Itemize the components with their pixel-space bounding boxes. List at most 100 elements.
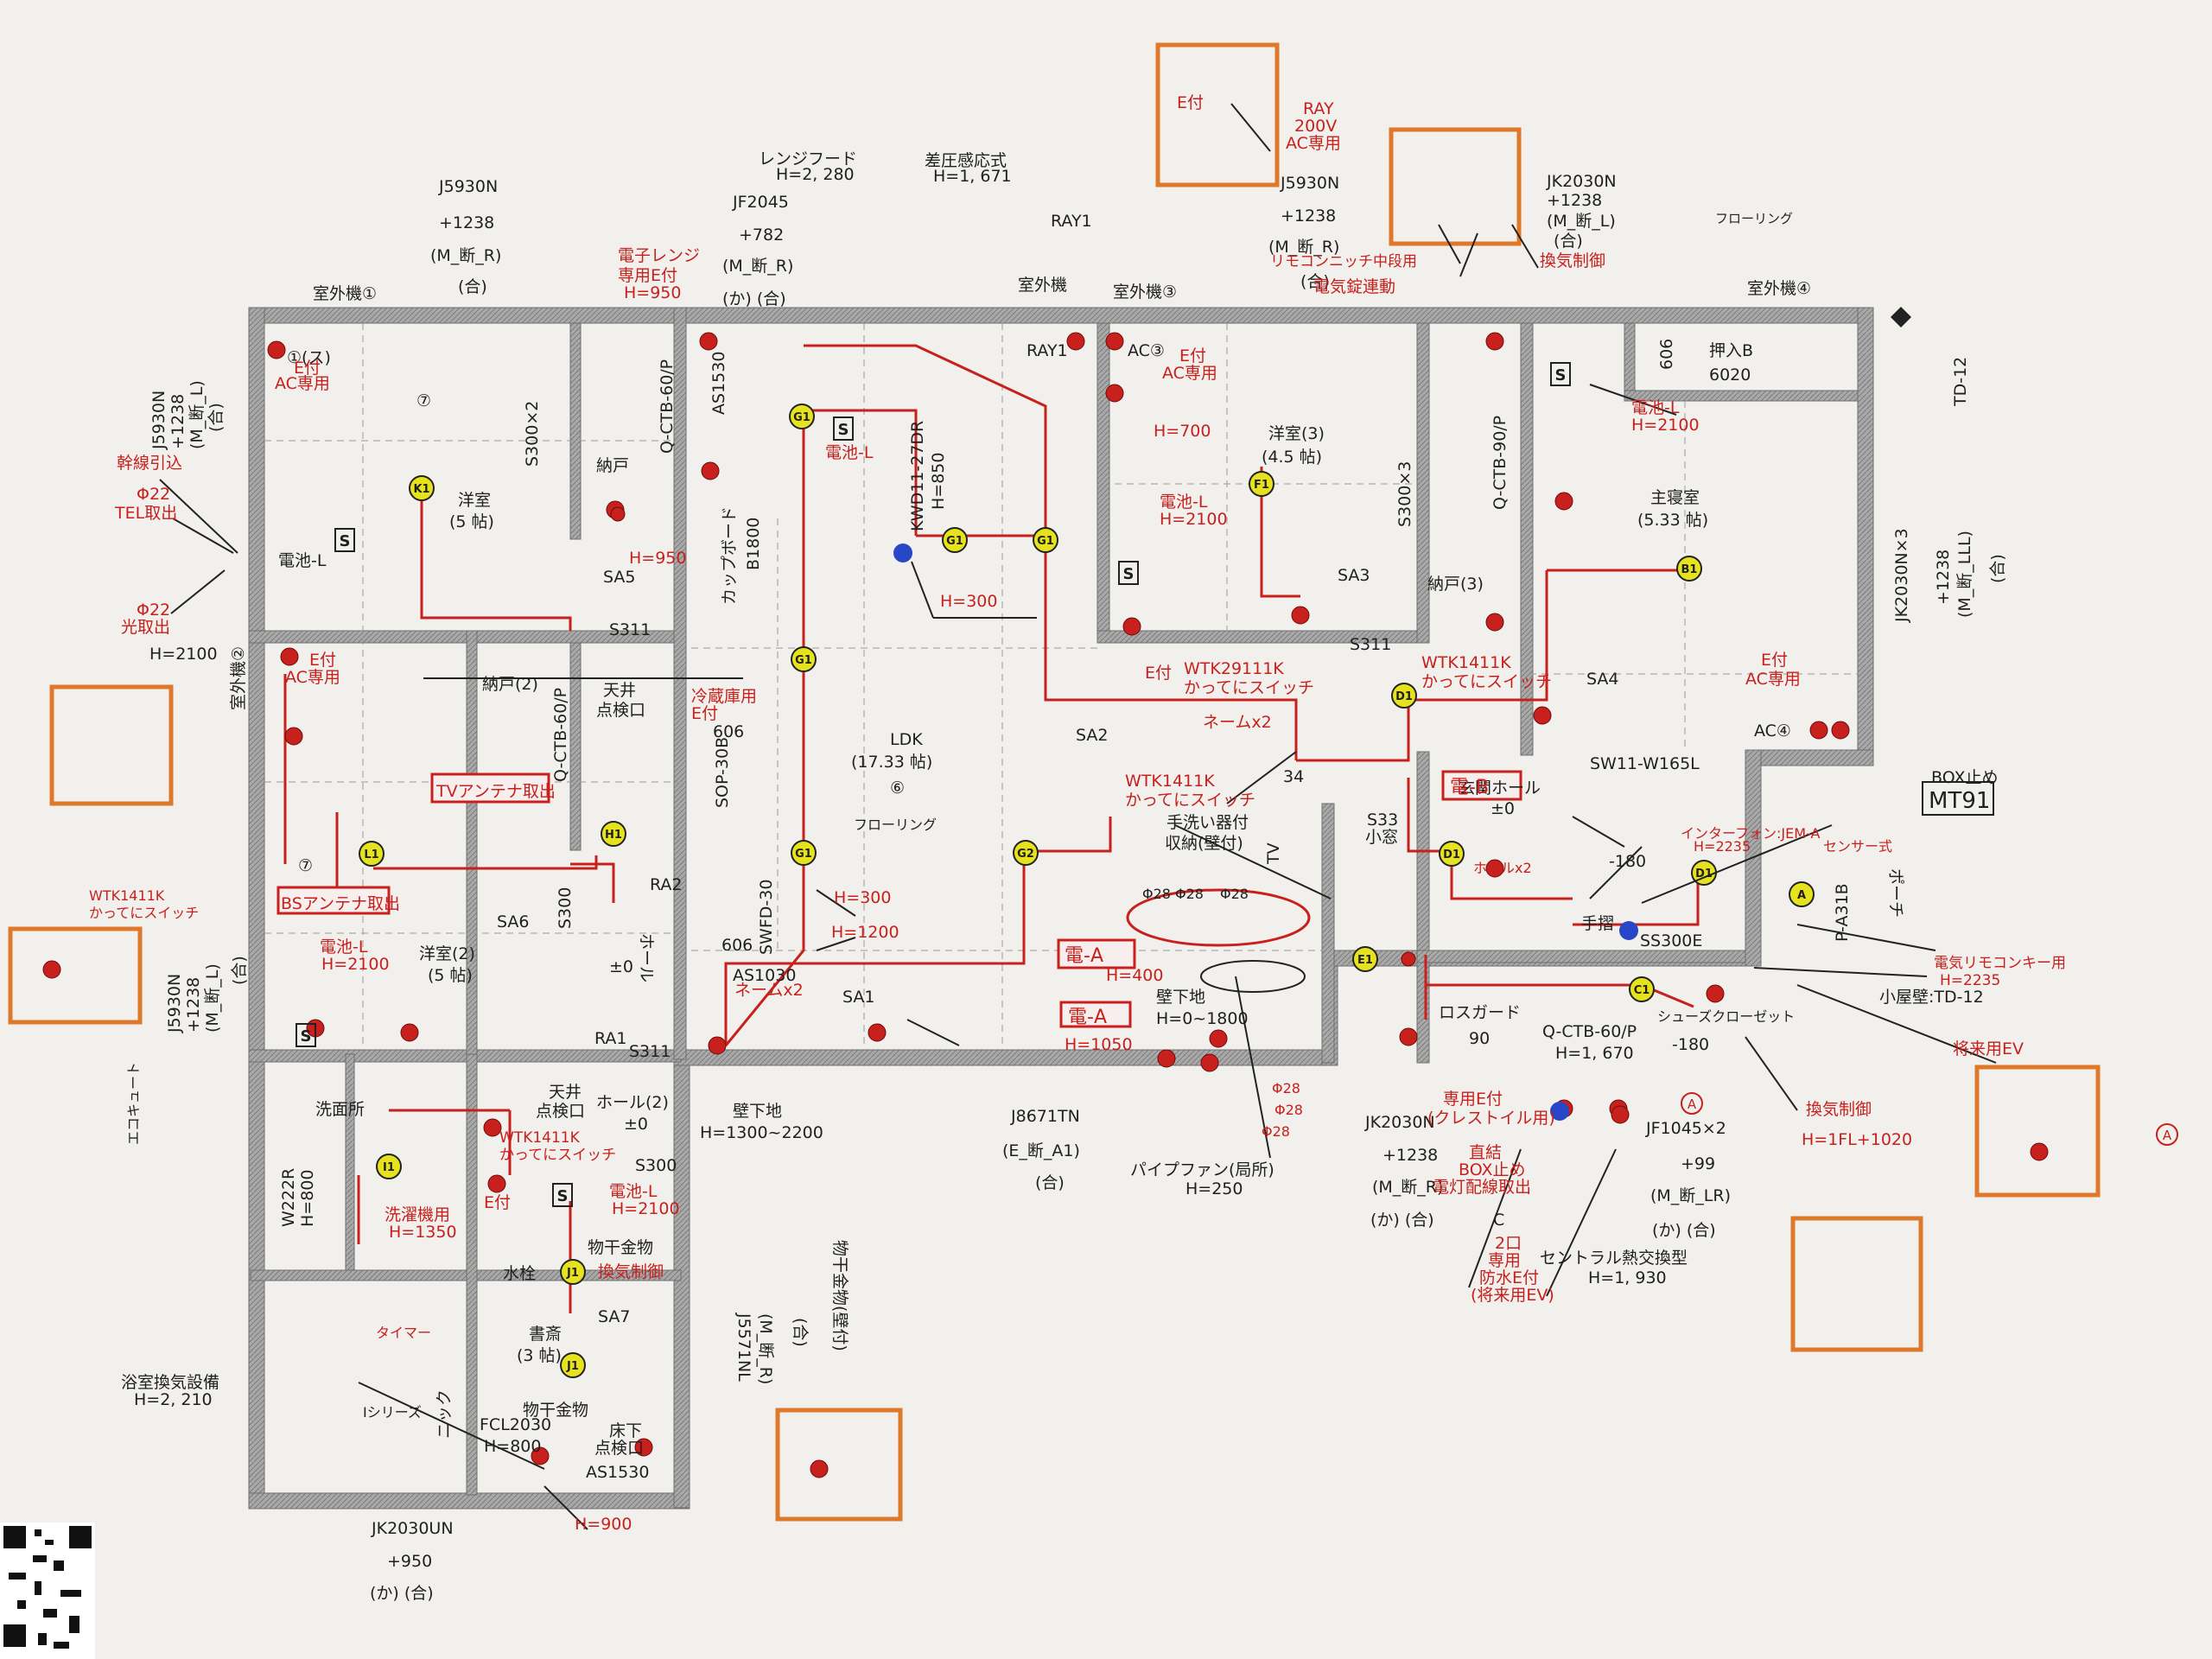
vent-control-h: H=1FL+1020 <box>1802 1130 1912 1149</box>
timer: タイマー <box>376 1325 431 1341</box>
fridge: 冷蔵庫用 <box>691 687 757 706</box>
marker-k1: K1 <box>413 483 429 496</box>
window-8b: (E_断_A1) <box>1002 1141 1080 1160</box>
flooring-top: フローリング <box>1715 211 1793 226</box>
room-west3-size: (4.5 帖) <box>1262 448 1322 467</box>
hotaru: ホタルx2 <box>1473 860 1532 876</box>
window-10: JK2030N <box>1364 1113 1435 1132</box>
window-10b: +1238 <box>1382 1146 1438 1165</box>
qr-code <box>0 1522 95 1659</box>
kabe-shitaji-2: 壁下地 <box>733 1102 782 1121</box>
marker-j1-b: J1 <box>566 1360 579 1373</box>
sa3: SA3 <box>1338 566 1370 585</box>
i-series: Iシリーズ <box>363 1404 422 1421</box>
diamond-icon <box>1891 307 1911 327</box>
tenjo-bath2: 点検口 <box>536 1102 585 1121</box>
tenjo-bath: 天井 <box>549 1083 582 1102</box>
s33-small-window: 小窓 <box>1365 828 1398 847</box>
h950: H=950 <box>629 549 686 568</box>
diff-pressure: 差圧感応式 <box>925 151 1007 170</box>
window-3b: +1238 <box>1281 207 1336 226</box>
phi28-d: Φ28 <box>1272 1080 1300 1096</box>
ac1: ①(ス) <box>287 348 331 367</box>
sa4: SA4 <box>1586 670 1619 689</box>
tenjo: 天井 <box>603 681 636 700</box>
two-port: 2口 <box>1495 1234 1522 1253</box>
window-6: J5930N <box>165 974 184 1033</box>
fridge-606: 606 <box>713 722 744 741</box>
swfd-30: SWFD-30 <box>757 880 776 955</box>
window-1c: (M_断_R) <box>430 246 501 265</box>
washing-machine: 洗濯機用 <box>385 1205 450 1224</box>
qctb-entry-h: H=1, 670 <box>1555 1044 1634 1063</box>
window-2b: +782 <box>739 226 784 245</box>
n606-a: 606 <box>721 936 753 955</box>
kabe-shitaji: 壁下地 <box>1156 988 1205 1007</box>
window-12b: (M_断_R) <box>756 1313 775 1384</box>
wtk14f: かってにスイッチ <box>499 1147 616 1164</box>
sa7: SA7 <box>598 1307 631 1326</box>
kabe-shitaji-h: H=0~1800 <box>1156 1009 1249 1028</box>
w222r-h: H=800 <box>298 1170 317 1227</box>
bath-vent-h: H=2, 210 <box>134 1390 213 1409</box>
room-ldk-size: (17.33 帖) <box>851 753 932 772</box>
tv-antenna-box <box>430 772 550 804</box>
phi28-group <box>1126 888 1311 947</box>
room-west1-size: (5 帖) <box>449 512 494 531</box>
tearai: 手洗い器付 <box>1166 813 1249 832</box>
rocker-num: 90 <box>1469 1029 1490 1048</box>
den-a-2: 電-A <box>1068 1007 1107 1028</box>
yuka: 床下 <box>609 1421 642 1440</box>
tv-label: TV <box>1264 842 1283 865</box>
qctb-vert-3: Q-CTB-60/P <box>551 688 570 782</box>
wtk29: WTK29111K <box>1184 659 1284 678</box>
central-vent: セントラル熱交換型 <box>1540 1249 1688 1268</box>
room-hall-level: ±0 <box>609 957 633 976</box>
marker-g1-c: G1 <box>795 654 812 667</box>
marker-e1: E1 <box>1357 954 1373 967</box>
wtk-a: WTK1411K <box>89 887 165 904</box>
s311-a: S311 <box>609 620 651 639</box>
room-west2-name: 洋室(2) <box>419 944 475 963</box>
leader-lines <box>159 103 1997 1530</box>
window-7d: (合) <box>1988 554 2007 583</box>
battery-master-h: H=2100 <box>1631 416 1700 435</box>
window-1: J5930N <box>438 177 498 196</box>
washing-machine-h: H=1350 <box>389 1223 457 1242</box>
h1050: H=1050 <box>1065 1035 1133 1054</box>
marker-d1: D1 <box>1443 849 1460 861</box>
window-12: J5571NL <box>734 1313 753 1382</box>
outdoor-unit-1: 室外機① <box>313 284 377 303</box>
two-port2: 専用 <box>1488 1251 1521 1270</box>
h1200: H=1200 <box>831 923 899 942</box>
marker-g2: G2 <box>1017 848 1034 861</box>
pipe-fan: パイプファン(局所) <box>1130 1160 1274 1179</box>
fridge-e: E付 <box>691 704 718 723</box>
ray1: RAY1 <box>1051 212 1092 231</box>
direct3: 電灯配線取出 <box>1433 1178 1531 1197</box>
den-a2-box <box>1059 1001 1132 1028</box>
marker-a1: A <box>1797 889 1806 902</box>
direct: 直結 <box>1469 1143 1502 1162</box>
switch-s1: S <box>340 532 351 550</box>
window-7: JK2030N×3 <box>1892 528 1911 623</box>
outdoor-unit-top: 室外機 <box>1018 276 1067 295</box>
window-10d: (か) (合) <box>1370 1211 1434 1230</box>
two-port4: (将来用EV) <box>1471 1286 1554 1305</box>
window-5d: (合) <box>207 403 226 432</box>
h300: H=300 <box>940 592 997 611</box>
flooring-ldk: フローリング <box>854 817 937 833</box>
pipe-fan-h: H=250 <box>1185 1179 1243 1198</box>
kwd-h: H=850 <box>929 453 948 510</box>
tearai2: 収納(壁付) <box>1165 834 1243 853</box>
window-3c: (M_断_R) <box>1268 238 1339 257</box>
window-6b: +1238 <box>184 977 203 1033</box>
handrail: 手摺 <box>1581 914 1614 933</box>
bs-antenna: BSアンテナ取出 <box>281 894 400 913</box>
marker-d1-b: D1 <box>1695 868 1713 880</box>
s311-c: S311 <box>629 1042 671 1061</box>
shoes-h2: -180 <box>1672 1035 1709 1054</box>
window-1b: +1238 <box>439 213 494 232</box>
callout-a-icon <box>2156 1123 2178 1146</box>
